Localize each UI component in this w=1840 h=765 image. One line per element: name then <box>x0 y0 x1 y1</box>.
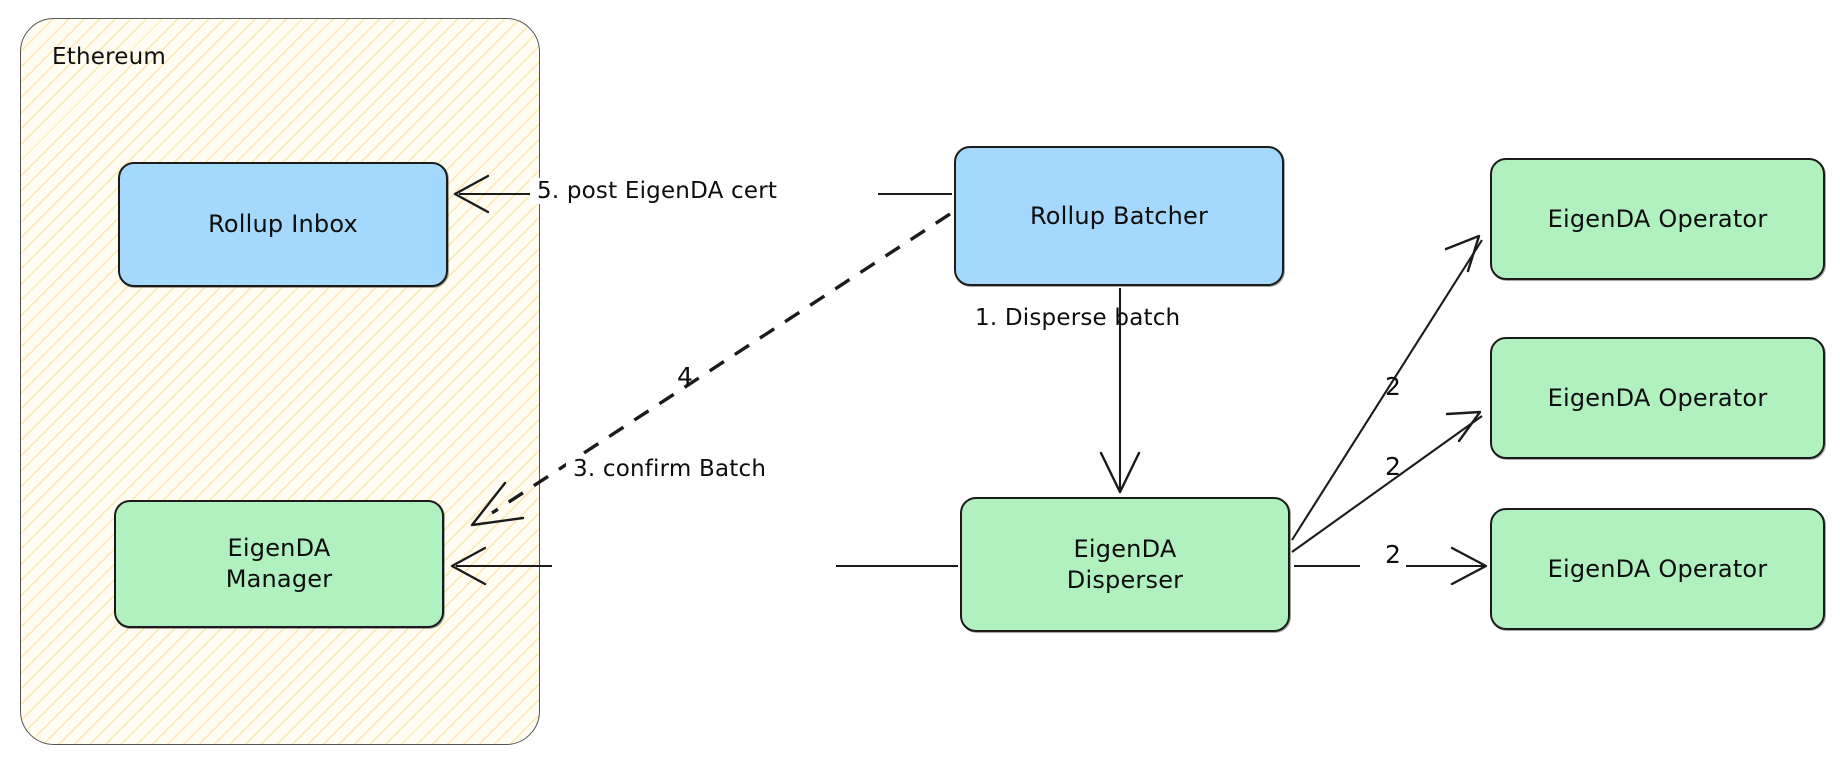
node-eigenda-operator-1[interactable]: EigenDA Operator <box>1490 158 1825 280</box>
node-eigenda-manager[interactable]: EigenDA Manager <box>114 500 444 628</box>
edge-label-post-eigenda-cert: 5. post EigenDA cert <box>530 178 785 204</box>
edge-label-operator-2: 2 <box>1385 452 1402 481</box>
edge-label-4: 4 <box>677 362 694 391</box>
edge-label-operator-3: 2 <box>1385 540 1402 569</box>
edge-disperser-operator-2 <box>1291 410 1483 553</box>
node-eigenda-operator-2[interactable]: EigenDA Operator <box>1490 337 1825 459</box>
cluster-ethereum <box>20 18 540 745</box>
edge-label-disperse-batch: 1. Disperse batch <box>975 305 1181 331</box>
node-eigenda-disperser[interactable]: EigenDA Disperser <box>960 497 1290 632</box>
edge-label-operator-1: 2 <box>1385 372 1402 401</box>
node-rollup-inbox[interactable]: Rollup Inbox <box>118 162 448 287</box>
node-rollup-batcher[interactable]: Rollup Batcher <box>954 146 1284 286</box>
node-eigenda-operator-3[interactable]: EigenDA Operator <box>1490 508 1825 630</box>
edge-label-confirm-batch: 3. confirm Batch <box>566 456 774 482</box>
cluster-ethereum-label: Ethereum <box>52 44 166 70</box>
